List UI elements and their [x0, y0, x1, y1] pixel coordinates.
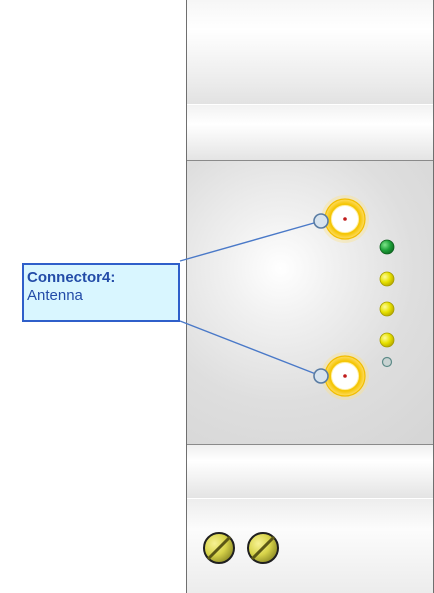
device-housing	[186, 0, 434, 593]
callout-box: Connector4: Antenna	[22, 263, 180, 322]
housing-lower-band	[187, 445, 433, 499]
housing-bottom-band	[187, 499, 433, 593]
callout-subtitle: Antenna	[27, 287, 83, 304]
housing-top-band	[187, 0, 433, 104]
callout-title: Connector4:	[27, 269, 116, 286]
housing-upper-band	[187, 104, 433, 161]
front-panel	[187, 161, 433, 445]
